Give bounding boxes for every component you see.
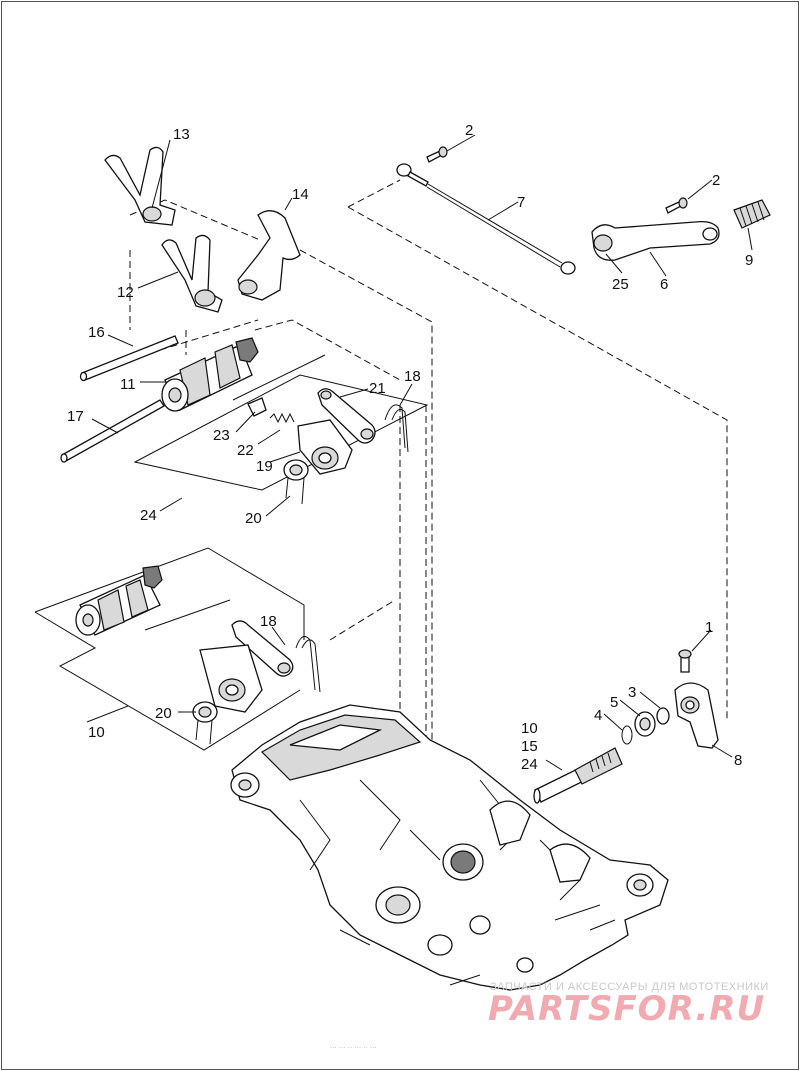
leader-lines (86, 134, 753, 771)
shift-lever-6 (591, 220, 720, 261)
callout-2-lower: 2 (712, 172, 720, 189)
callout-4: 4 (594, 707, 602, 724)
shift-fork-14 (237, 210, 301, 301)
callout-10-lower: 10 (88, 724, 105, 741)
callout-7: 7 (517, 194, 525, 211)
group-24-box (133, 374, 429, 491)
watermark-brand: PARTSFOR.RU (488, 989, 765, 1029)
callout-2-upper: 2 (465, 122, 473, 139)
washer-20-lower (192, 701, 218, 745)
callout-14: 14 (292, 186, 309, 203)
callout-20-upper: 20 (245, 510, 262, 527)
callout-15: 15 (521, 738, 538, 755)
washer-3 (656, 707, 670, 725)
shift-drum-11 (161, 337, 259, 412)
callout-6: 6 (660, 276, 668, 293)
pawl-arm-lower (231, 620, 294, 677)
snap-ring-4 (621, 725, 633, 745)
fork-shaft-16 (79, 335, 179, 382)
shift-drum-assembly-10 (75, 565, 163, 636)
callout-18-upper: 18 (404, 368, 421, 385)
callout-3: 3 (628, 684, 636, 701)
callout-8: 8 (734, 752, 742, 769)
screw-1 (678, 649, 692, 673)
callout-5: 5 (610, 694, 618, 711)
callout-1: 1 (705, 619, 713, 636)
callout-23: 23 (213, 427, 230, 444)
spring-22 (269, 412, 295, 424)
callout-17: 17 (67, 408, 84, 425)
seal-5 (634, 711, 656, 737)
shift-fork-12 (161, 234, 223, 313)
callout-11: 11 (120, 376, 136, 393)
shift-peg-9 (733, 199, 771, 229)
footer-code: ... ... .. ... .. ... (330, 1041, 377, 1050)
shift-rod-7 (396, 163, 576, 275)
pawl-23 (247, 397, 267, 417)
pawl-arm-21 (317, 388, 376, 444)
crankcase (230, 704, 669, 991)
shifter-plate-19 (297, 419, 353, 475)
retaining-clip-18-lower (295, 635, 321, 693)
shift-lever-8 (674, 682, 719, 749)
shifter-plate-lower (199, 644, 263, 713)
callout-24-shaft: 24 (521, 756, 538, 773)
retaining-clip-18-upper (384, 404, 409, 453)
group-outlines (34, 354, 429, 751)
watermark: ЗАПЧАСТИ И АКСЕССУАРЫ ДЛЯ МОТОТЕХНИКИ PA… (488, 981, 769, 1029)
callout-12: 12 (117, 284, 134, 301)
callout-18-lower: 18 (260, 613, 277, 630)
callout-10-shaft: 10 (521, 720, 538, 737)
bolt-2-lower (665, 197, 688, 214)
callout-9: 9 (745, 252, 753, 269)
callout-21: 21 (369, 380, 386, 397)
callout-19: 19 (256, 458, 273, 475)
shift-fork-13 (104, 146, 176, 226)
callout-22: 22 (237, 442, 254, 459)
callout-20-lower: 20 (155, 705, 172, 722)
washer-20-upper (283, 459, 309, 505)
shifter-shaft (533, 747, 623, 804)
watermark-caption: ЗАПЧАСТИ И АКСЕССУАРЫ ДЛЯ МОТОТЕХНИКИ (490, 981, 769, 993)
callout-labels: 13 14 12 16 11 17 23 22 21 18 19 20 24 2… (67, 122, 753, 773)
callout-16: 16 (88, 324, 105, 341)
callout-24-upper: 24 (140, 507, 157, 524)
callout-13: 13 (173, 126, 190, 143)
bolt-2-upper (426, 146, 448, 163)
callout-25: 25 (612, 276, 629, 293)
